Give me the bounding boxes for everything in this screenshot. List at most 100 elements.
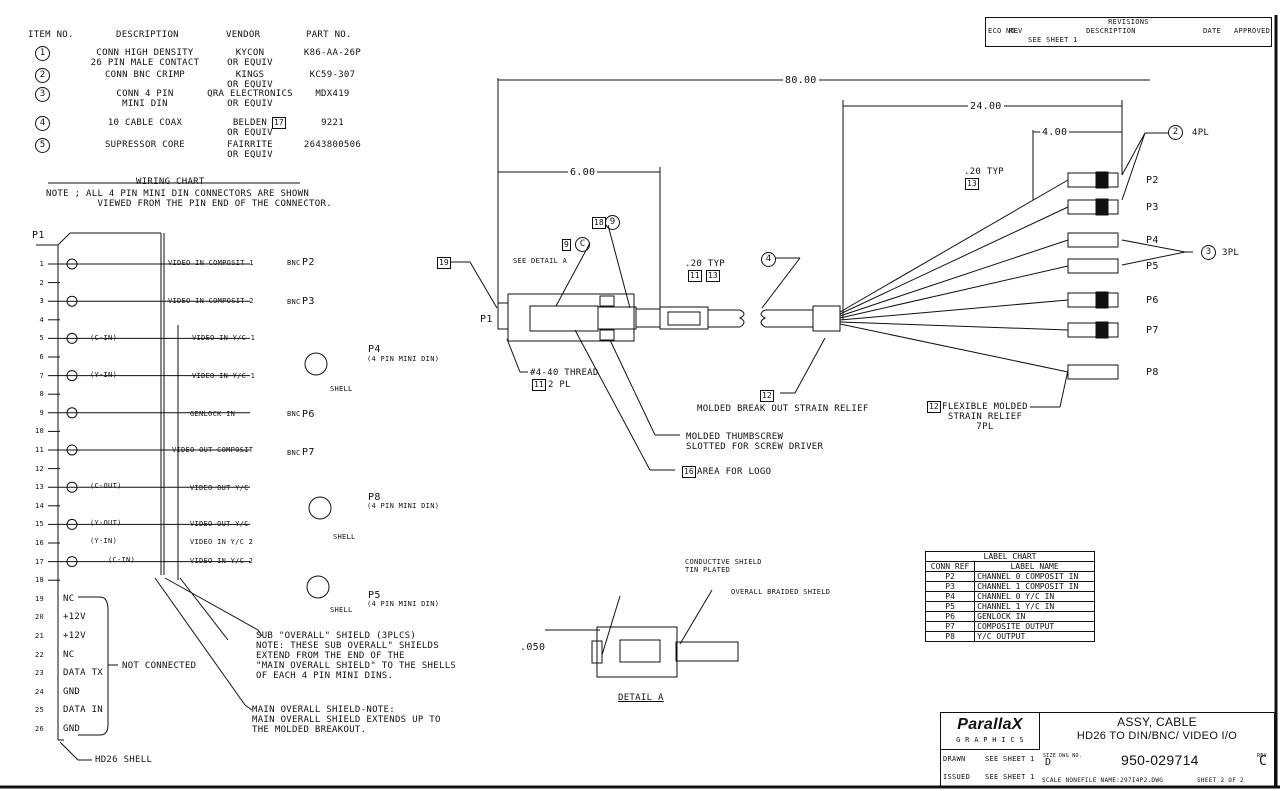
- drawn-label: DRAWN: [943, 755, 966, 763]
- coax-symbol: [66, 258, 78, 270]
- unused-pin-label: GND: [63, 686, 81, 697]
- bnc-crimp: [1095, 198, 1109, 216]
- wire-label: VIDEO IN COMPOSIT 1: [168, 259, 254, 267]
- bom-header-description: DESCRIPTION: [116, 30, 179, 40]
- hd26-shell-label: HD26 SHELL: [95, 755, 153, 765]
- detail-dim: .050: [520, 642, 546, 653]
- rev-value: C: [1259, 754, 1268, 769]
- signal-label: (C-IN): [108, 556, 136, 564]
- drawing-subtitle: HD26 TO DIN/BNC/ VIDEO I/O: [1076, 730, 1238, 742]
- wire-label: VIDEO OUT Y/C: [190, 520, 249, 528]
- label-name: CHANNEL 0 Y/C IN: [974, 591, 1095, 602]
- unused-pin-label: +12V: [63, 631, 86, 641]
- bnc-label: BNC: [287, 298, 301, 306]
- ref-circle: 9: [605, 215, 620, 230]
- sub-shield-note: SUB "OVERALL" SHIELD (3PLCS) NOTE: THESE…: [256, 631, 457, 681]
- issued-value: SEE SHEET 1: [985, 773, 1035, 781]
- thread-qty: 2 PL: [548, 380, 571, 390]
- pin-number: 13: [34, 483, 44, 492]
- connector-label: P3: [1146, 202, 1159, 213]
- connector-p1-label: P1: [32, 230, 45, 241]
- connector-label: P6: [1146, 295, 1159, 306]
- size-label: SIZE: [1043, 753, 1057, 759]
- wire-label: VIDEO OUT Y/C: [190, 484, 249, 492]
- coax-symbol: [66, 481, 78, 493]
- company-name: ParallaX: [957, 716, 1023, 733]
- coax-symbol: [66, 556, 78, 568]
- issued-label: ISSUED: [943, 773, 971, 781]
- revisions-block: REVISIONS ECO NO. REV DESCRIPTION DATE A…: [985, 17, 1272, 47]
- mini-din-note: (4 PIN MINI DIN): [367, 600, 440, 608]
- target-p8: P8: [368, 492, 381, 503]
- pin-number: 21: [34, 632, 44, 640]
- ref-tag: 19: [437, 257, 451, 269]
- rev-col-description: DESCRIPTION: [1086, 27, 1136, 35]
- conn-ref: P7: [924, 621, 976, 632]
- wire-label: GENLOCK IN: [190, 410, 236, 418]
- bom-vendor: FAIRRITE OR EQUIV: [227, 140, 273, 160]
- sheet-number: SHEET 2 OF 2: [1197, 777, 1244, 784]
- flex-label: FLEXIBLE MOLDED STRAIN RELIEF 7PL: [942, 402, 1028, 432]
- mini-din-note: (4 PIN MINI DIN): [367, 502, 440, 510]
- conn-ref: P6: [924, 611, 976, 622]
- wire-label: VIDEO IN Y/C 1: [192, 372, 256, 380]
- conn-ref: P8: [924, 631, 976, 642]
- pin-number: 7: [39, 371, 44, 380]
- bom-part-number: 2643800506: [303, 140, 362, 150]
- item3-qty: 3PL: [1222, 248, 1240, 258]
- bom-item-number: 2: [35, 68, 50, 83]
- pin-number: 16: [34, 539, 44, 547]
- ref-tag: 11: [688, 270, 702, 282]
- label-name: Y/C OUTPUT: [974, 631, 1095, 642]
- coax-symbol: [66, 407, 78, 419]
- bnc-label: BNC: [287, 259, 301, 267]
- dwg-label: DWG NO.: [1059, 753, 1083, 759]
- bom-item-number: 1: [35, 46, 50, 61]
- target-p6: P6: [302, 409, 315, 420]
- bom-part-number: KC59-307: [309, 70, 356, 80]
- company-sub: G R A P H I C S: [956, 736, 1024, 744]
- pin-number: 20: [34, 613, 44, 622]
- bom-vendor: BELDEN OR EQUIV: [227, 118, 273, 138]
- conn-ref: P4: [924, 591, 976, 602]
- title-block: ParallaX G R A P H I C S ASSY, CABLE HD2…: [940, 712, 1275, 787]
- rev-col-date: DATE: [1203, 27, 1222, 35]
- pin-number: 8: [39, 390, 44, 399]
- connector-body: [1067, 364, 1119, 380]
- drawing-title: ASSY, CABLE: [1117, 715, 1197, 729]
- rev-col-eco: ECO NO.: [988, 27, 1020, 35]
- dim-p1: 6.00: [568, 167, 598, 178]
- rev-row-description: SEE SHEET 1: [1028, 36, 1078, 44]
- connector-body: [1067, 258, 1119, 274]
- ref-circle: 3: [1201, 245, 1216, 260]
- coax-symbol: [66, 370, 78, 382]
- connector-label: P4: [1146, 235, 1159, 246]
- conn-ref: P5: [924, 601, 976, 612]
- pin-number: 11: [34, 446, 44, 454]
- pin-number: 1: [39, 260, 44, 268]
- connector-body: [1067, 199, 1119, 215]
- coax-symbol: [66, 332, 78, 344]
- pin-number: 9: [39, 408, 44, 417]
- breakout-wire: [839, 239, 1069, 317]
- p1-label: P1: [480, 314, 493, 325]
- braided-shield-label: OVERALL BRAIDED SHIELD: [731, 588, 831, 596]
- connector-label: P2: [1146, 175, 1159, 186]
- scale-label: SCALE NONE: [1042, 777, 1082, 784]
- pin-number: 26: [34, 725, 44, 733]
- mini-din-note: (4 PIN MINI DIN): [367, 355, 440, 363]
- label-name: CHANNEL 1 Y/C IN: [974, 601, 1095, 612]
- connector-label: P8: [1146, 367, 1159, 378]
- typ-left: .20 TYP: [685, 259, 726, 269]
- conn-ref: P2: [924, 571, 976, 582]
- label-name: COMPOSITE OUTPUT: [974, 621, 1095, 632]
- signal-label: (Y-IN): [90, 371, 118, 379]
- bom-part-number: 9221: [321, 118, 344, 128]
- unused-pin-label: +12V: [63, 612, 86, 623]
- ref-tag: 13: [706, 270, 720, 282]
- pin-number: 24: [34, 687, 44, 696]
